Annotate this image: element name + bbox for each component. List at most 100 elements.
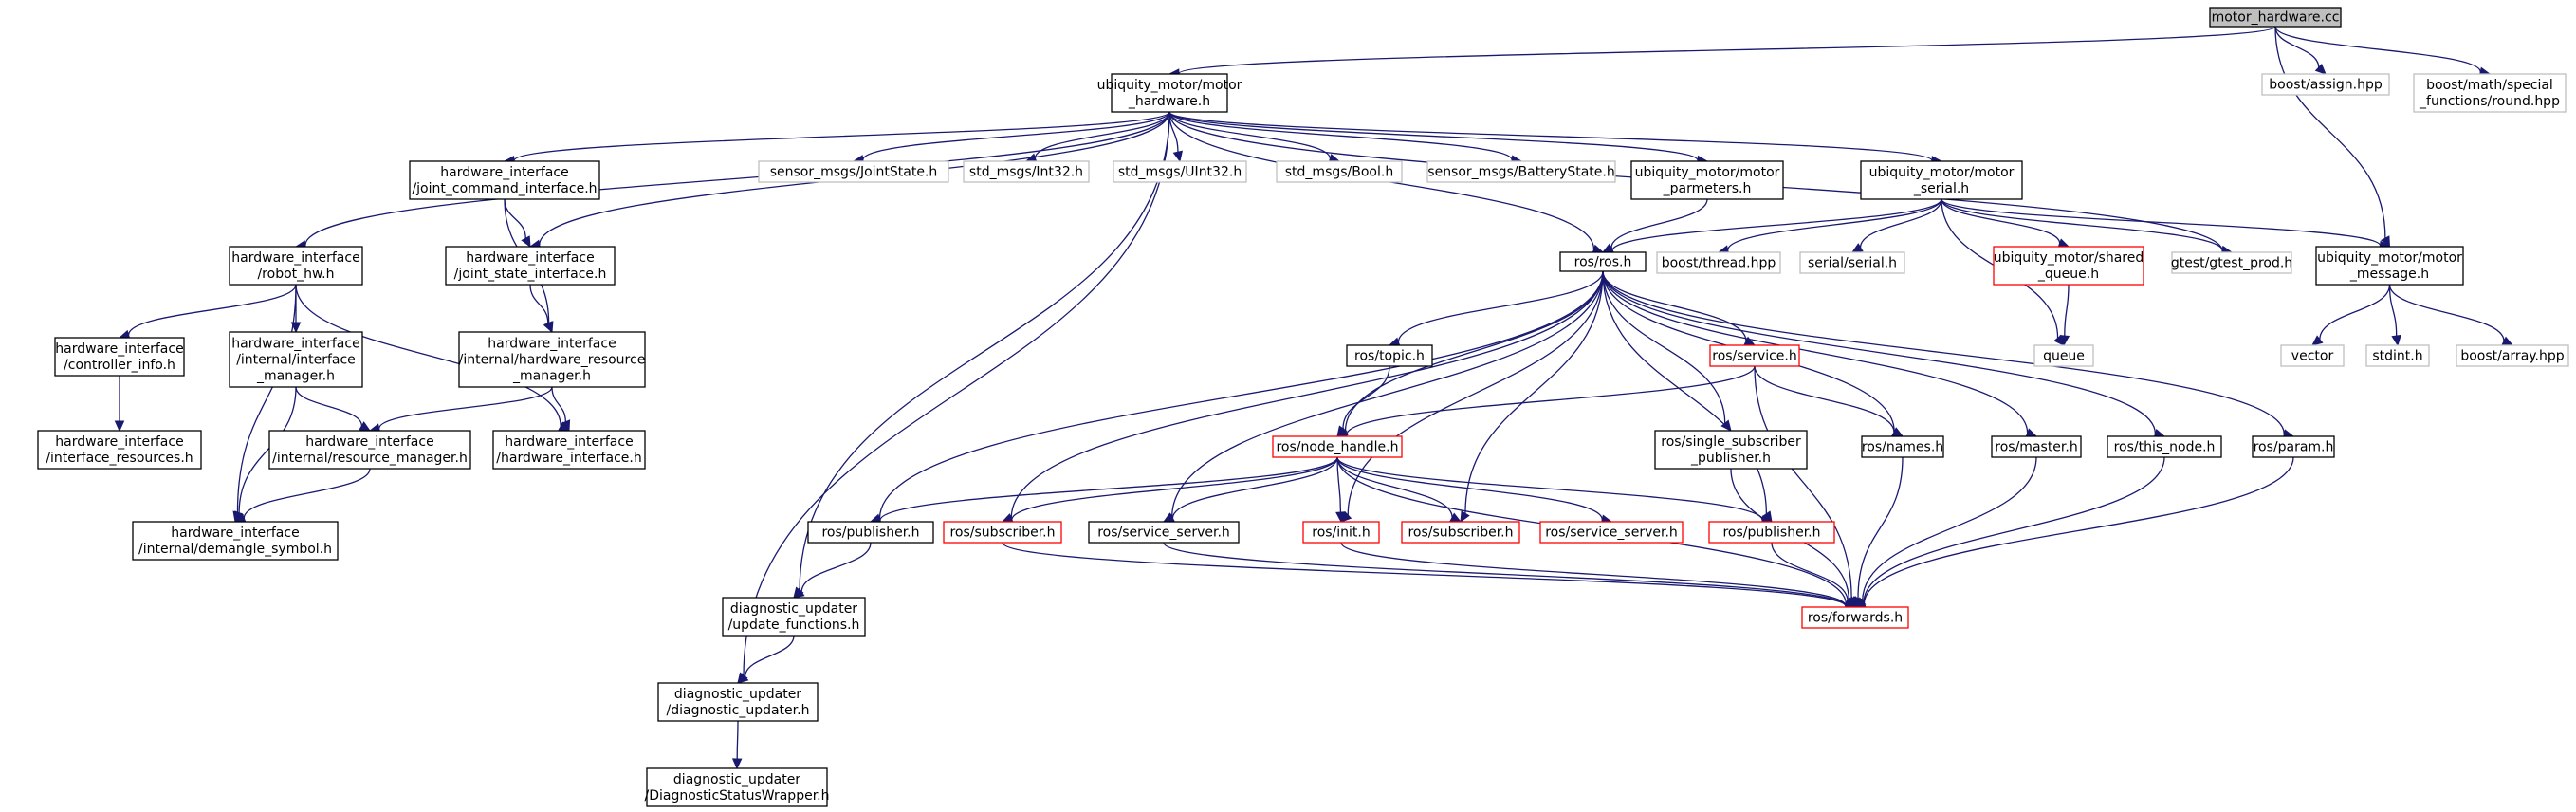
- node-ires[interactable]: hardware_interface/interface_resources.h: [37, 430, 202, 470]
- node-pubw[interactable]: ros/publisher.h: [807, 521, 934, 544]
- edge-serial-to-msg: [1941, 198, 2391, 251]
- node-du[interactable]: diagnostic_updater/diagnostic_updater.h: [657, 682, 819, 722]
- node-dsw[interactable]: diagnostic_updater/DiagnosticStatusWrapp…: [644, 767, 830, 807]
- arrowhead: [521, 235, 531, 249]
- node-msg[interactable]: ubiquity_motor/motor_message.h: [2315, 246, 2464, 286]
- node-serial[interactable]: ubiquity_motor/motor_serial.h: [1860, 160, 2023, 200]
- node-box: [807, 521, 934, 544]
- edge-line: [1163, 542, 1847, 607]
- node-root[interactable]: motor_hardware.cc: [2209, 7, 2342, 28]
- edge-line: [1727, 198, 1942, 250]
- node-box: [1559, 251, 1647, 272]
- node-sub1[interactable]: ros/subscriber.h: [943, 521, 1062, 544]
- node-battery[interactable]: sensor_msgs/BatteryState.h: [1426, 160, 1616, 183]
- node-gtest[interactable]: gtest/gtest_prod.h: [2171, 251, 2292, 274]
- node-label: ros/service_server.h: [1097, 526, 1230, 541]
- node-master[interactable]: ros/master.h: [1991, 435, 2082, 458]
- node-fwd[interactable]: ros/forwards.h: [1801, 606, 1909, 629]
- node-iim[interactable]: hardware_interface/internal/interface_ma…: [229, 331, 363, 388]
- edge-line: [1168, 111, 1699, 161]
- node-label: ubiquity_motor/motor: [2317, 250, 2462, 266]
- node-thread[interactable]: boost/thread.hpp: [1656, 251, 1781, 274]
- node-box: [268, 430, 471, 470]
- node-vector[interactable]: vector: [2280, 344, 2345, 367]
- node-round[interactable]: boost/math/special_functions/round.hpp: [2413, 73, 2567, 113]
- node-int32[interactable]: std_msgs/Int32.h: [963, 160, 1090, 183]
- node-topic[interactable]: ros/topic.h: [1346, 344, 1433, 367]
- node-hwi[interactable]: hardware_interface/hardware_interface.h: [492, 430, 646, 470]
- node-demangle[interactable]: hardware_interface/internal/demangle_sym…: [132, 521, 339, 561]
- node-stdint[interactable]: stdint.h: [2365, 344, 2430, 367]
- node-hrm[interactable]: hardware_interface/internal/hardware_res…: [458, 331, 646, 388]
- edge-line: [1602, 270, 2157, 434]
- edge-line: [1002, 542, 1847, 607]
- node-label: ros/node_handle.h: [1276, 440, 1398, 455]
- node-label: queue: [2043, 349, 2085, 364]
- node-ss1[interactable]: ros/service_server.h: [1088, 521, 1240, 544]
- node-label: hardware_interface: [231, 337, 359, 352]
- edge-service-to-fwd: [1754, 365, 1856, 609]
- node-box: [445, 246, 616, 286]
- node-service[interactable]: ros/service.h: [1709, 344, 1800, 367]
- arrowhead: [561, 419, 571, 433]
- node-sq[interactable]: ubiquity_motor/shared_queue.h: [1993, 246, 2144, 286]
- edge-line: [743, 111, 1170, 676]
- node-jsi[interactable]: hardware_interface/joint_state_interface…: [445, 246, 616, 286]
- node-array[interactable]: boost/array.hpp: [2456, 344, 2569, 367]
- node-rm[interactable]: hardware_interface/internal/resource_man…: [268, 430, 471, 470]
- edge-parm-to-ros: [1601, 198, 1708, 253]
- node-uf[interactable]: diagnostic_updater/update_functions.h: [722, 597, 866, 637]
- arrowhead: [114, 420, 125, 433]
- edge-du-to-dsw: [731, 720, 743, 770]
- node-label: _hardware.h: [1128, 94, 1210, 109]
- node-sserial[interactable]: serial/serial.h: [1799, 251, 1905, 274]
- node-jsmsg[interactable]: sensor_msgs/JointState.h: [758, 160, 949, 183]
- node-label: hardware_interface: [466, 250, 594, 266]
- node-box: [492, 430, 646, 470]
- node-parm[interactable]: ubiquity_motor/motor_parmeters.h: [1630, 160, 1784, 200]
- node-label: hardware_interface: [440, 165, 568, 180]
- node-assign[interactable]: boost/assign.hpp: [2261, 73, 2390, 96]
- node-jci[interactable]: hardware_interface/joint_command_interfa…: [409, 160, 600, 200]
- node-layer: motor_hardware.ccubiquity_motor/motor_ha…: [37, 7, 2569, 807]
- node-rhw[interactable]: hardware_interface/robot_hw.h: [229, 246, 363, 286]
- node-ssp[interactable]: ros/single_subscriber_publisher.h: [1654, 430, 1808, 470]
- node-sub2[interactable]: ros/subscriber.h: [1401, 521, 1520, 544]
- edge-line: [1941, 198, 2061, 244]
- node-label: gtest/gtest_prod.h: [2171, 256, 2292, 271]
- node-ci[interactable]: hardware_interface/controller_info.h: [54, 337, 185, 377]
- node-label: ros/topic.h: [1354, 349, 1425, 364]
- node-init[interactable]: ros/init.h: [1302, 521, 1380, 544]
- node-label: hardware_interface: [305, 434, 433, 450]
- node-queue[interactable]: queue: [2033, 344, 2094, 367]
- node-box: [37, 430, 202, 470]
- node-box: [1346, 344, 1433, 367]
- edge-line: [736, 720, 739, 760]
- edge-line: [2319, 284, 2391, 340]
- node-ros[interactable]: ros/ros.h: [1559, 251, 1647, 272]
- edge-line: [1754, 365, 1895, 433]
- node-box: [2171, 251, 2292, 274]
- node-label: ros/master.h: [1995, 440, 2077, 455]
- node-bool[interactable]: std_msgs/Bool.h: [1276, 160, 1403, 183]
- edge-uf-to-du: [737, 635, 795, 684]
- edge-line: [1863, 456, 2165, 603]
- edge-line: [2274, 26, 2320, 68]
- node-names[interactable]: ros/names.h: [1861, 435, 1944, 458]
- node-uint32[interactable]: std_msgs/UInt32.h: [1113, 160, 1247, 183]
- node-thisnode[interactable]: ros/this_node.h: [2107, 435, 2222, 458]
- node-ss2[interactable]: ros/service_server.h: [1539, 521, 1684, 544]
- edge-line: [295, 284, 561, 427]
- node-nh[interactable]: ros/node_handle.h: [1272, 435, 1403, 458]
- node-label: boost/array.hpp: [2460, 349, 2564, 364]
- edge-line: [1168, 111, 1513, 160]
- node-box: [1272, 435, 1403, 458]
- edge-line: [2274, 26, 2481, 73]
- edge-line: [529, 284, 549, 323]
- node-label: stdint.h: [2372, 349, 2422, 364]
- node-mh[interactable]: ubiquity_motor/motor_hardware.h: [1097, 73, 1242, 113]
- node-pub2[interactable]: ros/publisher.h: [1708, 521, 1835, 544]
- node-box: [722, 597, 866, 637]
- node-box: [1111, 73, 1228, 113]
- node-param[interactable]: ros/param.h: [2252, 435, 2335, 458]
